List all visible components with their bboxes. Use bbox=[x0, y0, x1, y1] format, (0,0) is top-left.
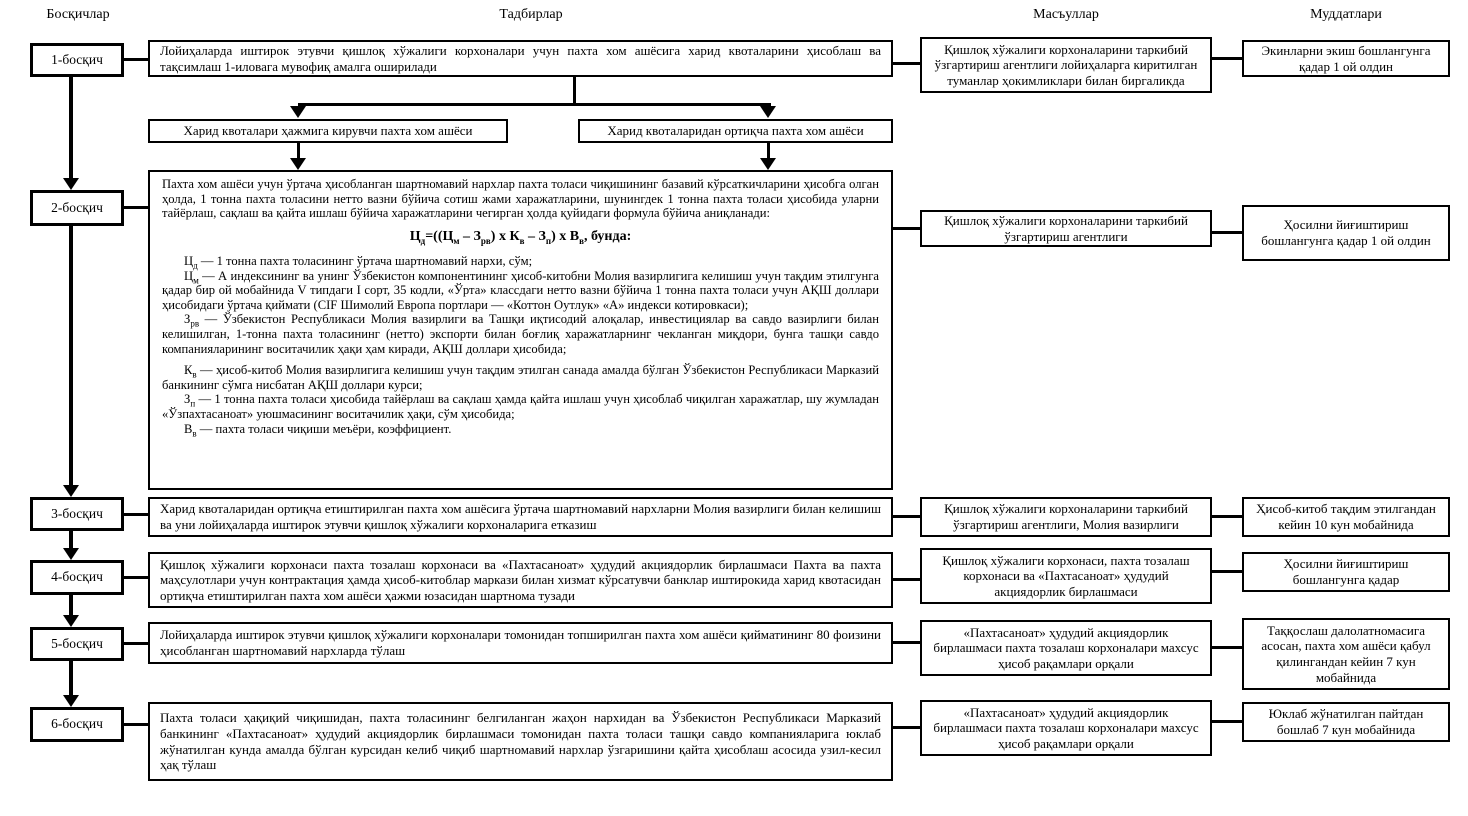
stage-1-box: 1-босқич bbox=[30, 43, 124, 77]
activity-1-box: Лойиҳаларда иштирок этувчи қишлоқ хўжали… bbox=[148, 40, 893, 77]
activity-6-box: Пахта толаси ҳақиқий чиқишидан, пахта то… bbox=[148, 702, 893, 781]
activity-4-box: Қишлоқ хўжалиги корхонаси пахта тозалаш … bbox=[148, 552, 893, 608]
connector-responsible2-deadline2 bbox=[1210, 231, 1244, 234]
arrow-down-branch-left bbox=[290, 106, 306, 118]
branch-above-quota-box: Харид квоталаридан ортиқча пахта хом ашё… bbox=[578, 119, 893, 143]
connector-activity4-responsible4 bbox=[891, 578, 922, 581]
column-header-responsibles: Масъуллар bbox=[1033, 7, 1099, 22]
deadline-6-box: Юклаб жўнатилган пайтдан бошлаб 7 кун мо… bbox=[1242, 702, 1450, 742]
stage-2-box: 2-босқич bbox=[30, 190, 124, 226]
arrow-down-activity2-right bbox=[760, 158, 776, 170]
flow-line-stage1-stage2 bbox=[69, 77, 73, 180]
connector-stage1-activity1 bbox=[122, 58, 150, 61]
connector-stage3-activity3 bbox=[122, 513, 150, 516]
arrow-down-stage5 bbox=[63, 615, 79, 627]
connector-responsible5-deadline5 bbox=[1210, 646, 1244, 649]
connector-responsible3-deadline3 bbox=[1210, 515, 1244, 518]
arrow-down-branch-right bbox=[760, 106, 776, 118]
connector-stage5-activity5 bbox=[122, 642, 150, 645]
formula-definition: Вв — пахта толаси чиқиши меъёри, коэффиц… bbox=[184, 421, 452, 439]
connector-stage6-activity6 bbox=[122, 723, 150, 726]
column-header-stages: Босқичлар bbox=[46, 7, 110, 22]
activity-5-box: Лойиҳаларда иштирок этувчи қишлоқ хўжали… bbox=[148, 622, 893, 664]
flow-line-stage3-stage4 bbox=[69, 531, 73, 550]
stage-6-box: 6-босқич bbox=[30, 707, 124, 742]
responsible-3-box: Қишлоқ хўжалиги корхоналарини таркибий ў… bbox=[920, 497, 1212, 537]
column-header-activities: Тадбирлар bbox=[499, 7, 563, 22]
responsible-2-box: Қишлоқ хўжалиги корхоналарини таркибий ў… bbox=[920, 210, 1212, 247]
flow-line-stage5-stage6 bbox=[69, 661, 73, 697]
formula-definitions: Цд — 1 тонна пахта толасининг ўртача шар… bbox=[162, 254, 879, 439]
branch-within-quota-box: Харид квоталари ҳажмига кирувчи пахта хо… bbox=[148, 119, 508, 143]
activity-2-box: Пахта хом ашёси учун ўртача ҳисобланган … bbox=[148, 170, 893, 490]
stage-3-box: 3-босқич bbox=[30, 497, 124, 531]
deadline-3-box: Ҳисоб-китоб тақдим этилгандан кейин 10 к… bbox=[1242, 497, 1450, 537]
flow-line-stage2-stage3 bbox=[69, 226, 73, 487]
flow-line-stage4-stage5 bbox=[69, 595, 73, 617]
responsible-6-box: «Пахтасаноат» ҳудудий акциядорлик бирлаш… bbox=[920, 700, 1212, 756]
price-formula: Цд=((Цм – Зрв) х Кв – Зп) х Вв, бунда: bbox=[409, 228, 632, 246]
deadline-4-box: Ҳосилни йиғиштириш бошлангунга қадар bbox=[1242, 552, 1450, 592]
formula-definition: Цд — 1 тонна пахта толасининг ўртача шар… bbox=[184, 254, 533, 271]
stage-4-box: 4-босқич bbox=[30, 560, 124, 595]
flow-line-activity1-split bbox=[573, 77, 576, 105]
stage-5-box: 5-босқич bbox=[30, 627, 124, 661]
connector-activity3-responsible3 bbox=[891, 515, 922, 518]
column-header-deadlines: Муддатлари bbox=[1310, 7, 1382, 22]
connector-activity1-responsible1 bbox=[891, 62, 922, 65]
connector-stage4-activity4 bbox=[122, 576, 150, 579]
formula-definition: Кв — ҳисоб-китоб Молия вазирлигига келиш… bbox=[162, 363, 879, 392]
formula-definition: Зрв — Ўзбекистон Республикаси Молия вази… bbox=[162, 312, 879, 356]
formula-definition: Зп — 1 тонна пахта толаси ҳисобида тайёр… bbox=[162, 392, 879, 421]
arrow-down-activity2-left bbox=[290, 158, 306, 170]
formula-definition: Цм — А индексининг ва унинг Ўзбекистон к… bbox=[162, 268, 879, 312]
connector-activity5-responsible5 bbox=[891, 641, 922, 644]
deadline-5-box: Таққослаш далолатномасига асосан, пахта … bbox=[1242, 618, 1450, 690]
connector-responsible4-deadline4 bbox=[1210, 570, 1244, 573]
flow-line-branchleft-activity2 bbox=[297, 143, 300, 159]
flow-line-split-horizontal bbox=[298, 103, 771, 106]
activity-3-box: Харид квоталаридан ортиқча етиштирилган … bbox=[148, 497, 893, 537]
responsible-4-box: Қишлоқ хўжалиги корхонаси, пахта тозалаш… bbox=[920, 548, 1212, 604]
connector-activity2-responsible2 bbox=[891, 227, 922, 230]
connector-responsible6-deadline6 bbox=[1210, 720, 1244, 723]
responsible-5-box: «Пахтасаноат» ҳудудий акциядорлик бирлаш… bbox=[920, 620, 1212, 676]
formula-intro-text: Пахта хом ашёси учун ўртача ҳисобланган … bbox=[162, 177, 879, 221]
arrow-down-stage6 bbox=[63, 695, 79, 707]
deadline-1-box: Экинларни экиш бошлангунга қадар 1 ой ол… bbox=[1242, 40, 1450, 77]
arrow-down-stage3 bbox=[63, 485, 79, 497]
connector-stage2-activity2 bbox=[122, 206, 150, 209]
deadline-2-box: Ҳосилни йиғиштириш бошлангунга қадар 1 о… bbox=[1242, 205, 1450, 261]
arrow-down-stage2 bbox=[63, 178, 79, 190]
connector-responsible1-deadline1 bbox=[1210, 57, 1244, 60]
responsible-1-box: Қишлоқ хўжалиги корхоналарини таркибий ў… bbox=[920, 37, 1212, 93]
arrow-down-stage4 bbox=[63, 548, 79, 560]
connector-activity6-responsible6 bbox=[891, 726, 922, 729]
flow-line-branchright-activity2 bbox=[767, 143, 770, 159]
